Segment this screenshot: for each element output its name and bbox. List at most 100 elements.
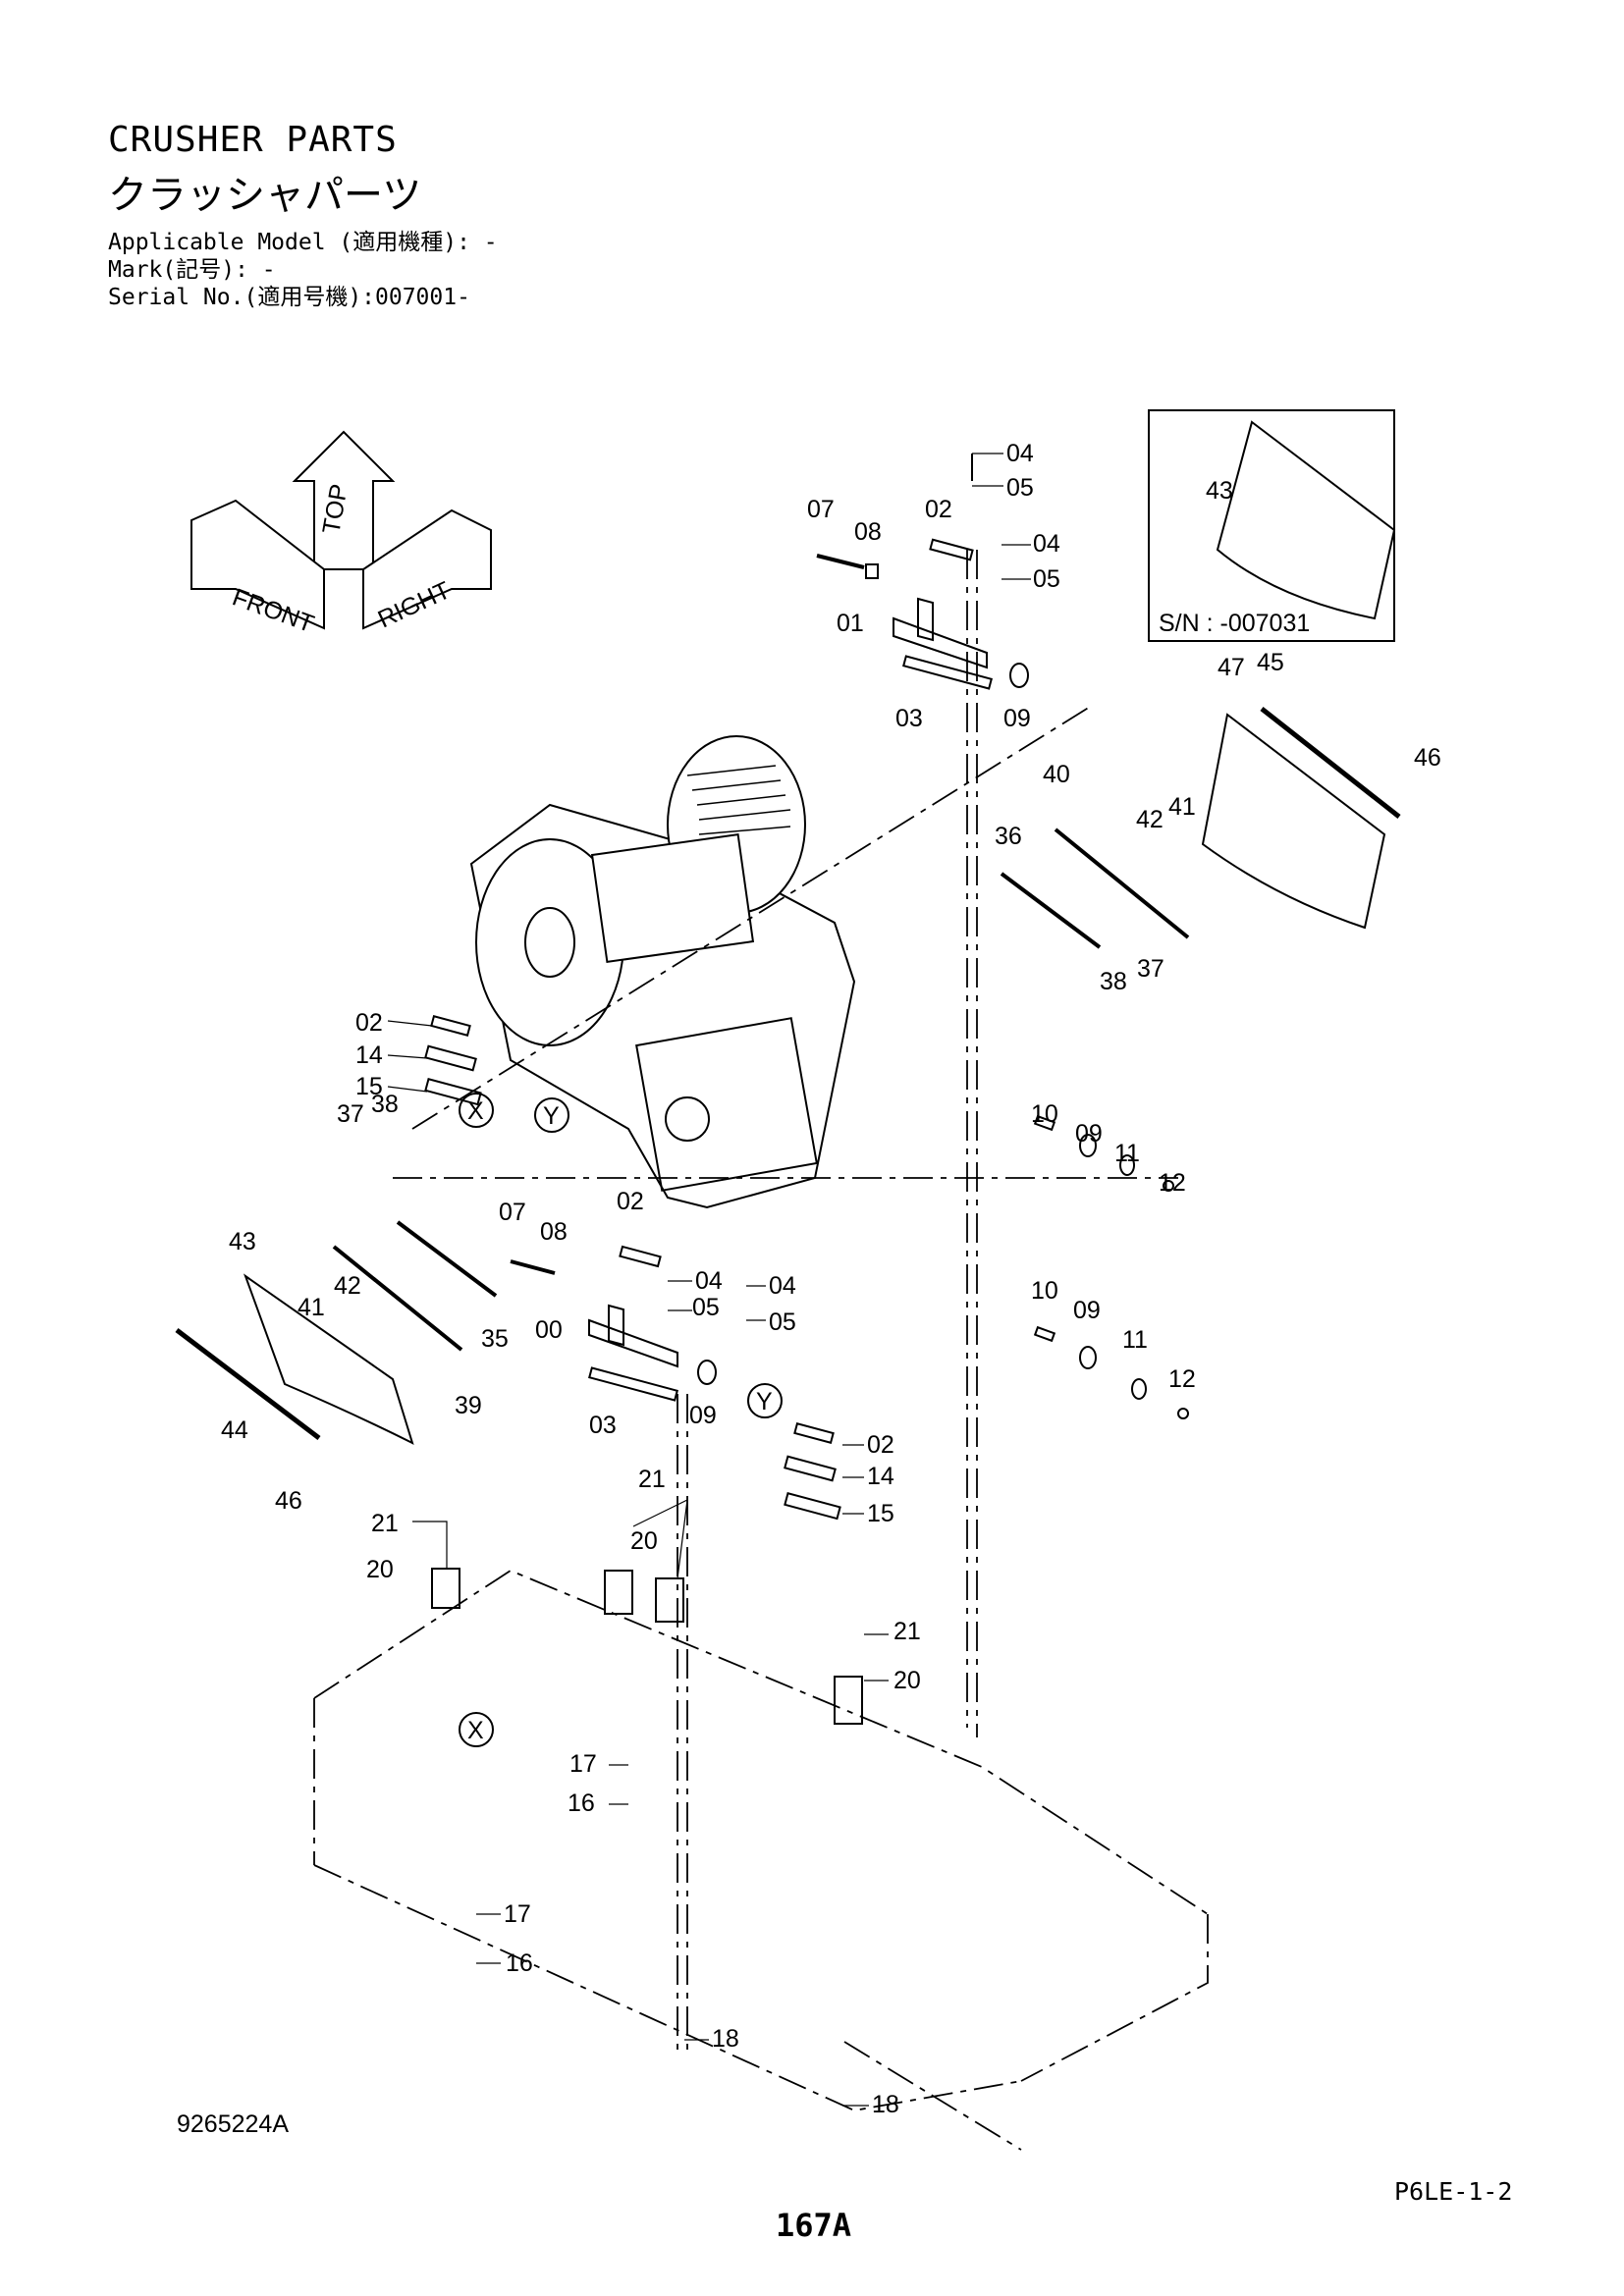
- page-number: 167A: [776, 2207, 852, 2244]
- leader-line: [387, 1020, 433, 1093]
- wear-block-20-center-a: [604, 1570, 633, 1615]
- bracket-00: [588, 1304, 678, 1368]
- callout-label: 02: [925, 496, 952, 523]
- right-bracket-group: [816, 454, 1029, 690]
- callout-label: 11: [1122, 1326, 1148, 1354]
- leader-line: [864, 1633, 889, 1682]
- frame-lower-edge: [313, 1864, 1022, 2111]
- callout-label: 39: [455, 1392, 482, 1419]
- callout-label: 42: [1136, 806, 1164, 833]
- callout-label: 08: [540, 1218, 568, 1246]
- shim-02-right: [793, 1422, 835, 1444]
- inset-frame: [1148, 409, 1395, 642]
- callout-label: 04: [1006, 440, 1034, 467]
- leader-line: [668, 1280, 766, 1321]
- shim-02-left: [430, 1015, 471, 1037]
- callout-label: 05: [1033, 565, 1060, 593]
- callout-label: 17: [504, 1900, 531, 1928]
- page-code: P6LE-1-2: [1394, 2177, 1513, 2206]
- pin-10-upper: [1033, 1114, 1056, 1132]
- leader-line: [412, 1499, 688, 1579]
- page-title-japanese: クラッシャパーツ: [108, 173, 422, 218]
- callout-label: 10: [1031, 1277, 1058, 1305]
- callout-label: 02: [617, 1188, 644, 1215]
- callout-label: 12: [1159, 1169, 1186, 1197]
- callout-label: 21: [638, 1466, 666, 1493]
- callout-label: 43: [229, 1228, 256, 1255]
- plate-03: [902, 655, 993, 690]
- callout-label: 38: [371, 1091, 399, 1118]
- leader-line: [972, 453, 1031, 580]
- view-x-label-2: X: [467, 1717, 484, 1744]
- callout-label: 46: [1414, 744, 1441, 772]
- callout-label: 42: [334, 1272, 361, 1300]
- clamp-bar-44: [175, 1328, 321, 1440]
- callout-label: 09: [689, 1402, 717, 1429]
- callout-label: 44: [221, 1416, 248, 1444]
- callout-label: 01: [837, 610, 864, 637]
- nut-12-lower: [1177, 1408, 1189, 1419]
- callout-label: 10: [1031, 1100, 1058, 1128]
- orientation-up-arrow: [292, 430, 396, 570]
- mark: Mark(記号): -: [108, 257, 276, 283]
- callout-label: 03: [895, 705, 923, 732]
- callout-label: 08: [854, 518, 882, 546]
- view-y-marker-2: [747, 1383, 783, 1418]
- callout-label: 14: [867, 1463, 894, 1490]
- washer-11-lower: [1131, 1378, 1147, 1400]
- crusher-motor-block: [590, 832, 755, 964]
- washer-09-lower: [1079, 1346, 1097, 1369]
- callout-label: 46: [275, 1487, 302, 1515]
- callout-label: 04: [1033, 530, 1060, 558]
- nut-12-upper: [1163, 1180, 1174, 1192]
- drawing-number: 9265224A: [177, 2110, 290, 2138]
- plate-03-center: [588, 1366, 678, 1402]
- callout-label: 15: [867, 1500, 894, 1527]
- pin-10-lower: [1033, 1325, 1056, 1343]
- serial-number: Serial No.(適用号機):007001-: [108, 285, 470, 310]
- callout-label: 16: [568, 1789, 595, 1817]
- plate-02: [929, 538, 974, 561]
- callout-label: 45: [1257, 649, 1284, 676]
- bar-35: [396, 1220, 498, 1298]
- washer-08: [865, 563, 879, 579]
- view-markers: X Y Y X: [459, 1093, 783, 1747]
- orientation-indicator: TOP FRONT RIGHT: [190, 430, 492, 638]
- callout-label: 20: [366, 1556, 394, 1583]
- shim-14-right: [784, 1455, 837, 1482]
- pin-assembly-upper: [1033, 1114, 1174, 1192]
- callout-label: 47: [1218, 654, 1245, 681]
- callout-label: 37: [1137, 955, 1164, 983]
- wear-block-20-right: [834, 1676, 863, 1725]
- callout-label: 05: [692, 1294, 720, 1321]
- inset-part-label: 43: [1206, 477, 1233, 505]
- left-shim-stack: [424, 1015, 482, 1106]
- callout-label: 21: [893, 1618, 921, 1645]
- callout-label: 35: [481, 1325, 509, 1353]
- leader-line: [842, 1444, 864, 1515]
- crusher-pulley-small: [665, 1096, 710, 1142]
- flywheel-grooves: [686, 765, 791, 835]
- callout-label: 09: [1073, 1297, 1101, 1324]
- callout-label: 04: [695, 1267, 723, 1295]
- callout-label: 02: [867, 1431, 894, 1459]
- callout-label: 11: [1114, 1140, 1140, 1167]
- callout-label: 07: [499, 1199, 526, 1226]
- view-x-marker-1: [459, 1093, 494, 1128]
- left-skirt-assembly: [175, 1220, 498, 1445]
- callout-label: 36: [995, 823, 1022, 850]
- callout-label: 09: [1003, 705, 1031, 732]
- inset-plate: [1216, 420, 1396, 620]
- callout-label: 00: [535, 1316, 563, 1344]
- callout-label: 07: [807, 496, 835, 523]
- callout-label: 20: [630, 1527, 658, 1555]
- plate-02-center: [619, 1245, 662, 1268]
- leader-line: [476, 1764, 869, 2107]
- bar-39: [332, 1245, 463, 1352]
- wear-blocks: [431, 1568, 863, 1725]
- right-skirt-assembly: [1000, 707, 1401, 949]
- callout-label: 14: [355, 1041, 383, 1069]
- callout-label: 38: [1100, 968, 1127, 995]
- callout-label: 09: [1075, 1120, 1103, 1148]
